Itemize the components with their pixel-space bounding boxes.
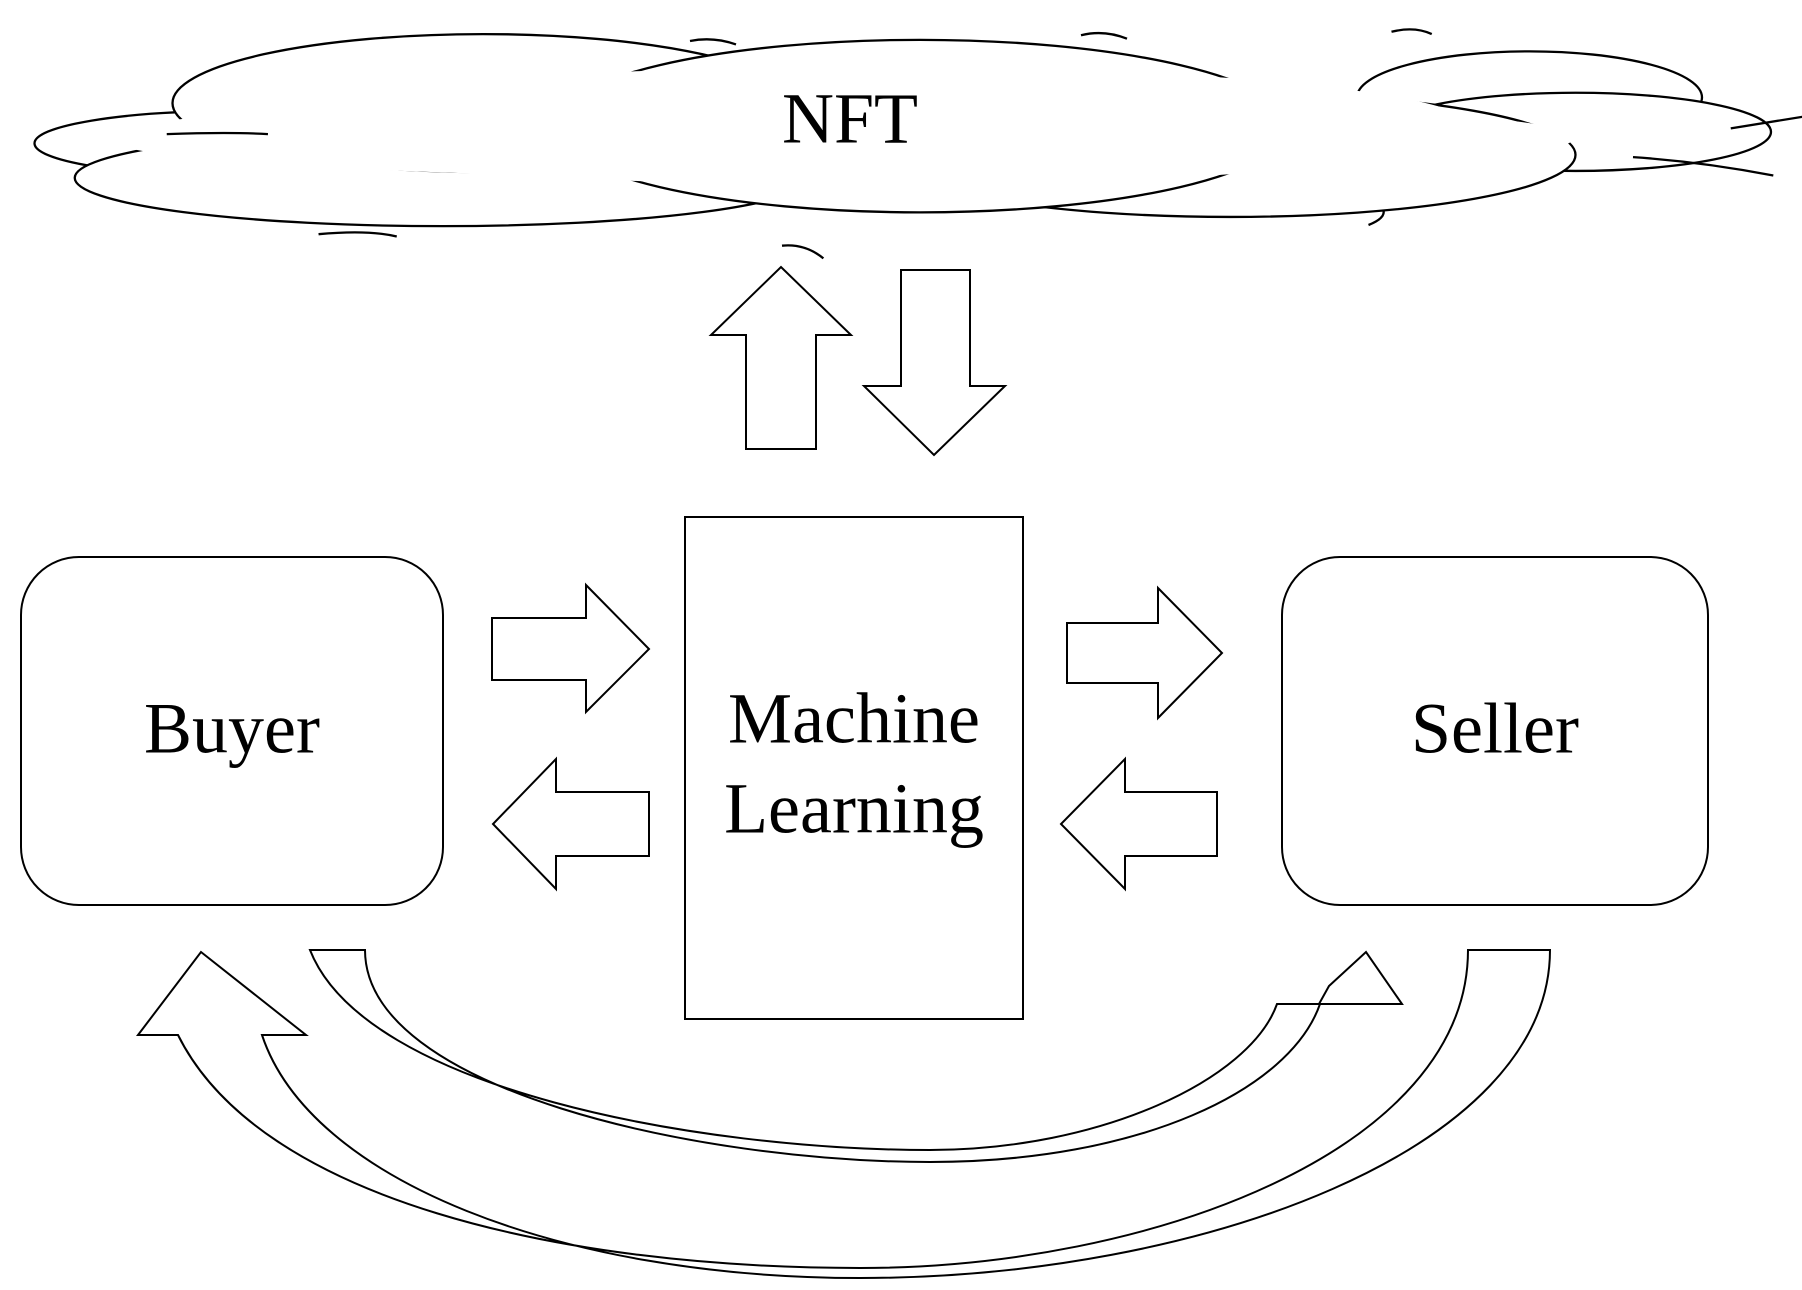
arrow-ml-to-seller	[1066, 585, 1224, 721]
arrow-ml-to-buyer	[491, 756, 650, 892]
machine-learning-box: Machine Learning	[684, 516, 1024, 1020]
arrow-seller-to-ml	[1059, 756, 1218, 892]
arrow-curved-buyer-to-seller	[308, 949, 1404, 1164]
buyer-box: Buyer	[20, 556, 444, 906]
seller-label: Seller	[1411, 689, 1579, 769]
seller-box: Seller	[1281, 556, 1709, 906]
nft-cloud: NFT	[33, 28, 1802, 260]
arrow-buyer-to-ml	[491, 582, 651, 715]
ml-label-line2: Learning	[724, 769, 984, 849]
buyer-label: Buyer	[144, 689, 320, 769]
nft-label: NFT	[782, 79, 918, 159]
ml-label-line1: Machine	[728, 679, 980, 759]
arrow-up-to-nft	[708, 265, 854, 450]
arrow-down-to-ml	[861, 269, 1008, 457]
arrow-curved-seller-to-buyer	[135, 949, 1552, 1280]
